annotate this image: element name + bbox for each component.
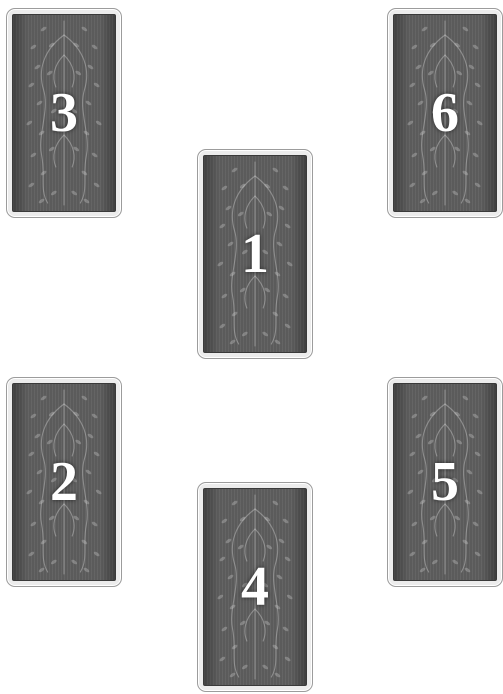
card-position-1[interactable]: 1 (197, 149, 313, 359)
card-back: 4 (203, 488, 307, 686)
card-position-2[interactable]: 2 (6, 377, 122, 587)
card-number: 2 (13, 454, 115, 510)
card-number: 6 (394, 85, 496, 141)
card-number: 5 (394, 454, 496, 510)
card-number: 1 (204, 226, 306, 282)
card-position-5[interactable]: 5 (387, 377, 503, 587)
card-number: 3 (13, 85, 115, 141)
card-position-6[interactable]: 6 (387, 8, 503, 218)
card-back: 2 (12, 383, 116, 581)
card-position-4[interactable]: 4 (197, 482, 313, 692)
card-back: 6 (393, 14, 497, 212)
card-number: 4 (204, 559, 306, 615)
card-back: 5 (393, 383, 497, 581)
card-position-3[interactable]: 3 (6, 8, 122, 218)
card-back: 1 (203, 155, 307, 353)
card-back: 3 (12, 14, 116, 212)
